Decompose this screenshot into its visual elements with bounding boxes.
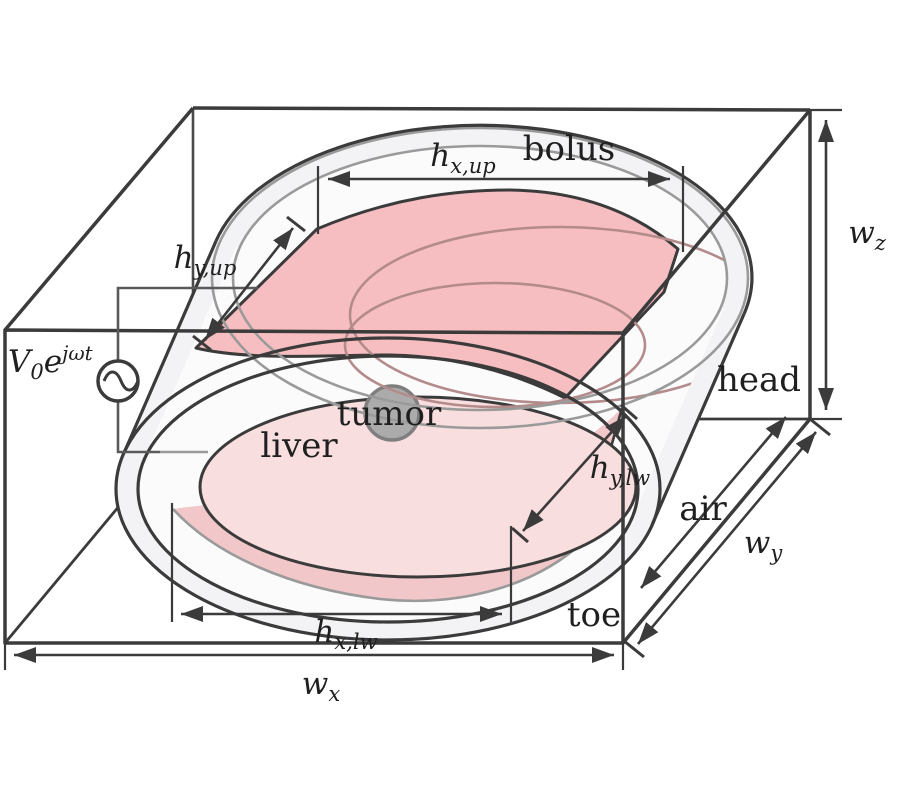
label-bolus: bolus — [523, 129, 615, 169]
label-w-z: wz — [848, 215, 887, 255]
label-h-y-up: hy,up — [174, 240, 237, 280]
voltage-source-icon — [96, 359, 140, 403]
dimension-arrows — [14, 120, 834, 663]
label-h-x-lw: hx,lw — [314, 614, 377, 654]
label-h-y-lw: hy,lw — [590, 450, 650, 490]
labels: V0ejωt hx,up bolus hy,up wz head air wy … — [8, 129, 887, 706]
label-liver: liver — [260, 426, 338, 466]
label-voltage-source: V0ejωt — [8, 341, 94, 384]
label-w-x: wx — [302, 666, 341, 706]
label-h-x-up: hx,up — [430, 138, 495, 178]
label-head: head — [717, 360, 801, 400]
dim-h-y-lw — [522, 415, 627, 532]
dimension-ticks — [192, 215, 831, 659]
extension-lines — [3, 108, 842, 670]
label-air: air — [679, 489, 727, 529]
axis-head-toe — [640, 416, 787, 589]
dim-h-y-up — [203, 227, 295, 341]
upper-electrode — [194, 188, 680, 400]
label-tumor: tumor — [337, 394, 442, 434]
label-w-y: wy — [744, 525, 784, 565]
label-toe: toe — [567, 595, 621, 635]
